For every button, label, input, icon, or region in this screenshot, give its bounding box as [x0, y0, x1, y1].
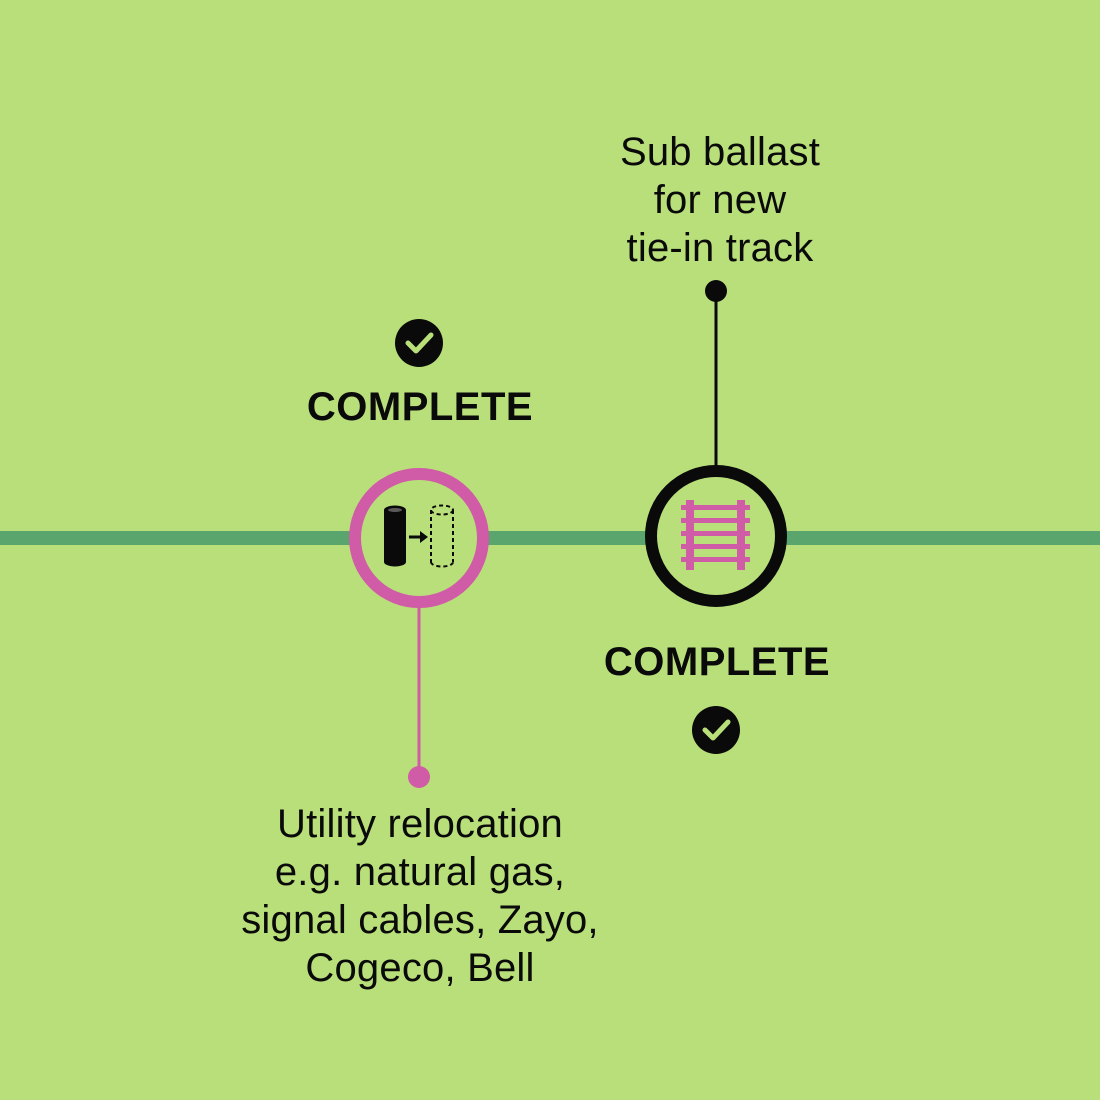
utility-label-line: e.g. natural gas, [274, 850, 566, 894]
ballast-status-label: COMPLETE [603, 640, 831, 684]
ballast-label-line: for new [653, 178, 787, 222]
milestone-utility-relocation [349, 319, 489, 788]
utility-connector-dot [408, 766, 430, 788]
utility-check-circle-icon [395, 319, 443, 367]
utility-label-line: Utility relocation [277, 802, 563, 846]
utility-status-label: COMPLETE [306, 385, 534, 429]
utility-relocation-icon [384, 504, 454, 568]
sub-ballast-label: Sub ballast for new tie-in track [560, 128, 880, 272]
ballast-label-line: Sub ballast [619, 130, 821, 174]
milestone-sub-ballast [645, 280, 787, 754]
ballast-label-line: tie-in track [626, 226, 814, 270]
utility-label-line: signal cables, Zayo, [241, 898, 599, 942]
utility-relocation-label: Utility relocation e.g. natural gas, sig… [190, 800, 650, 992]
ballast-connector-dot [705, 280, 727, 302]
ballast-check-circle-icon [692, 706, 740, 754]
utility-label-line: Cogeco, Bell [305, 946, 535, 990]
railway-track-icon [681, 500, 750, 570]
